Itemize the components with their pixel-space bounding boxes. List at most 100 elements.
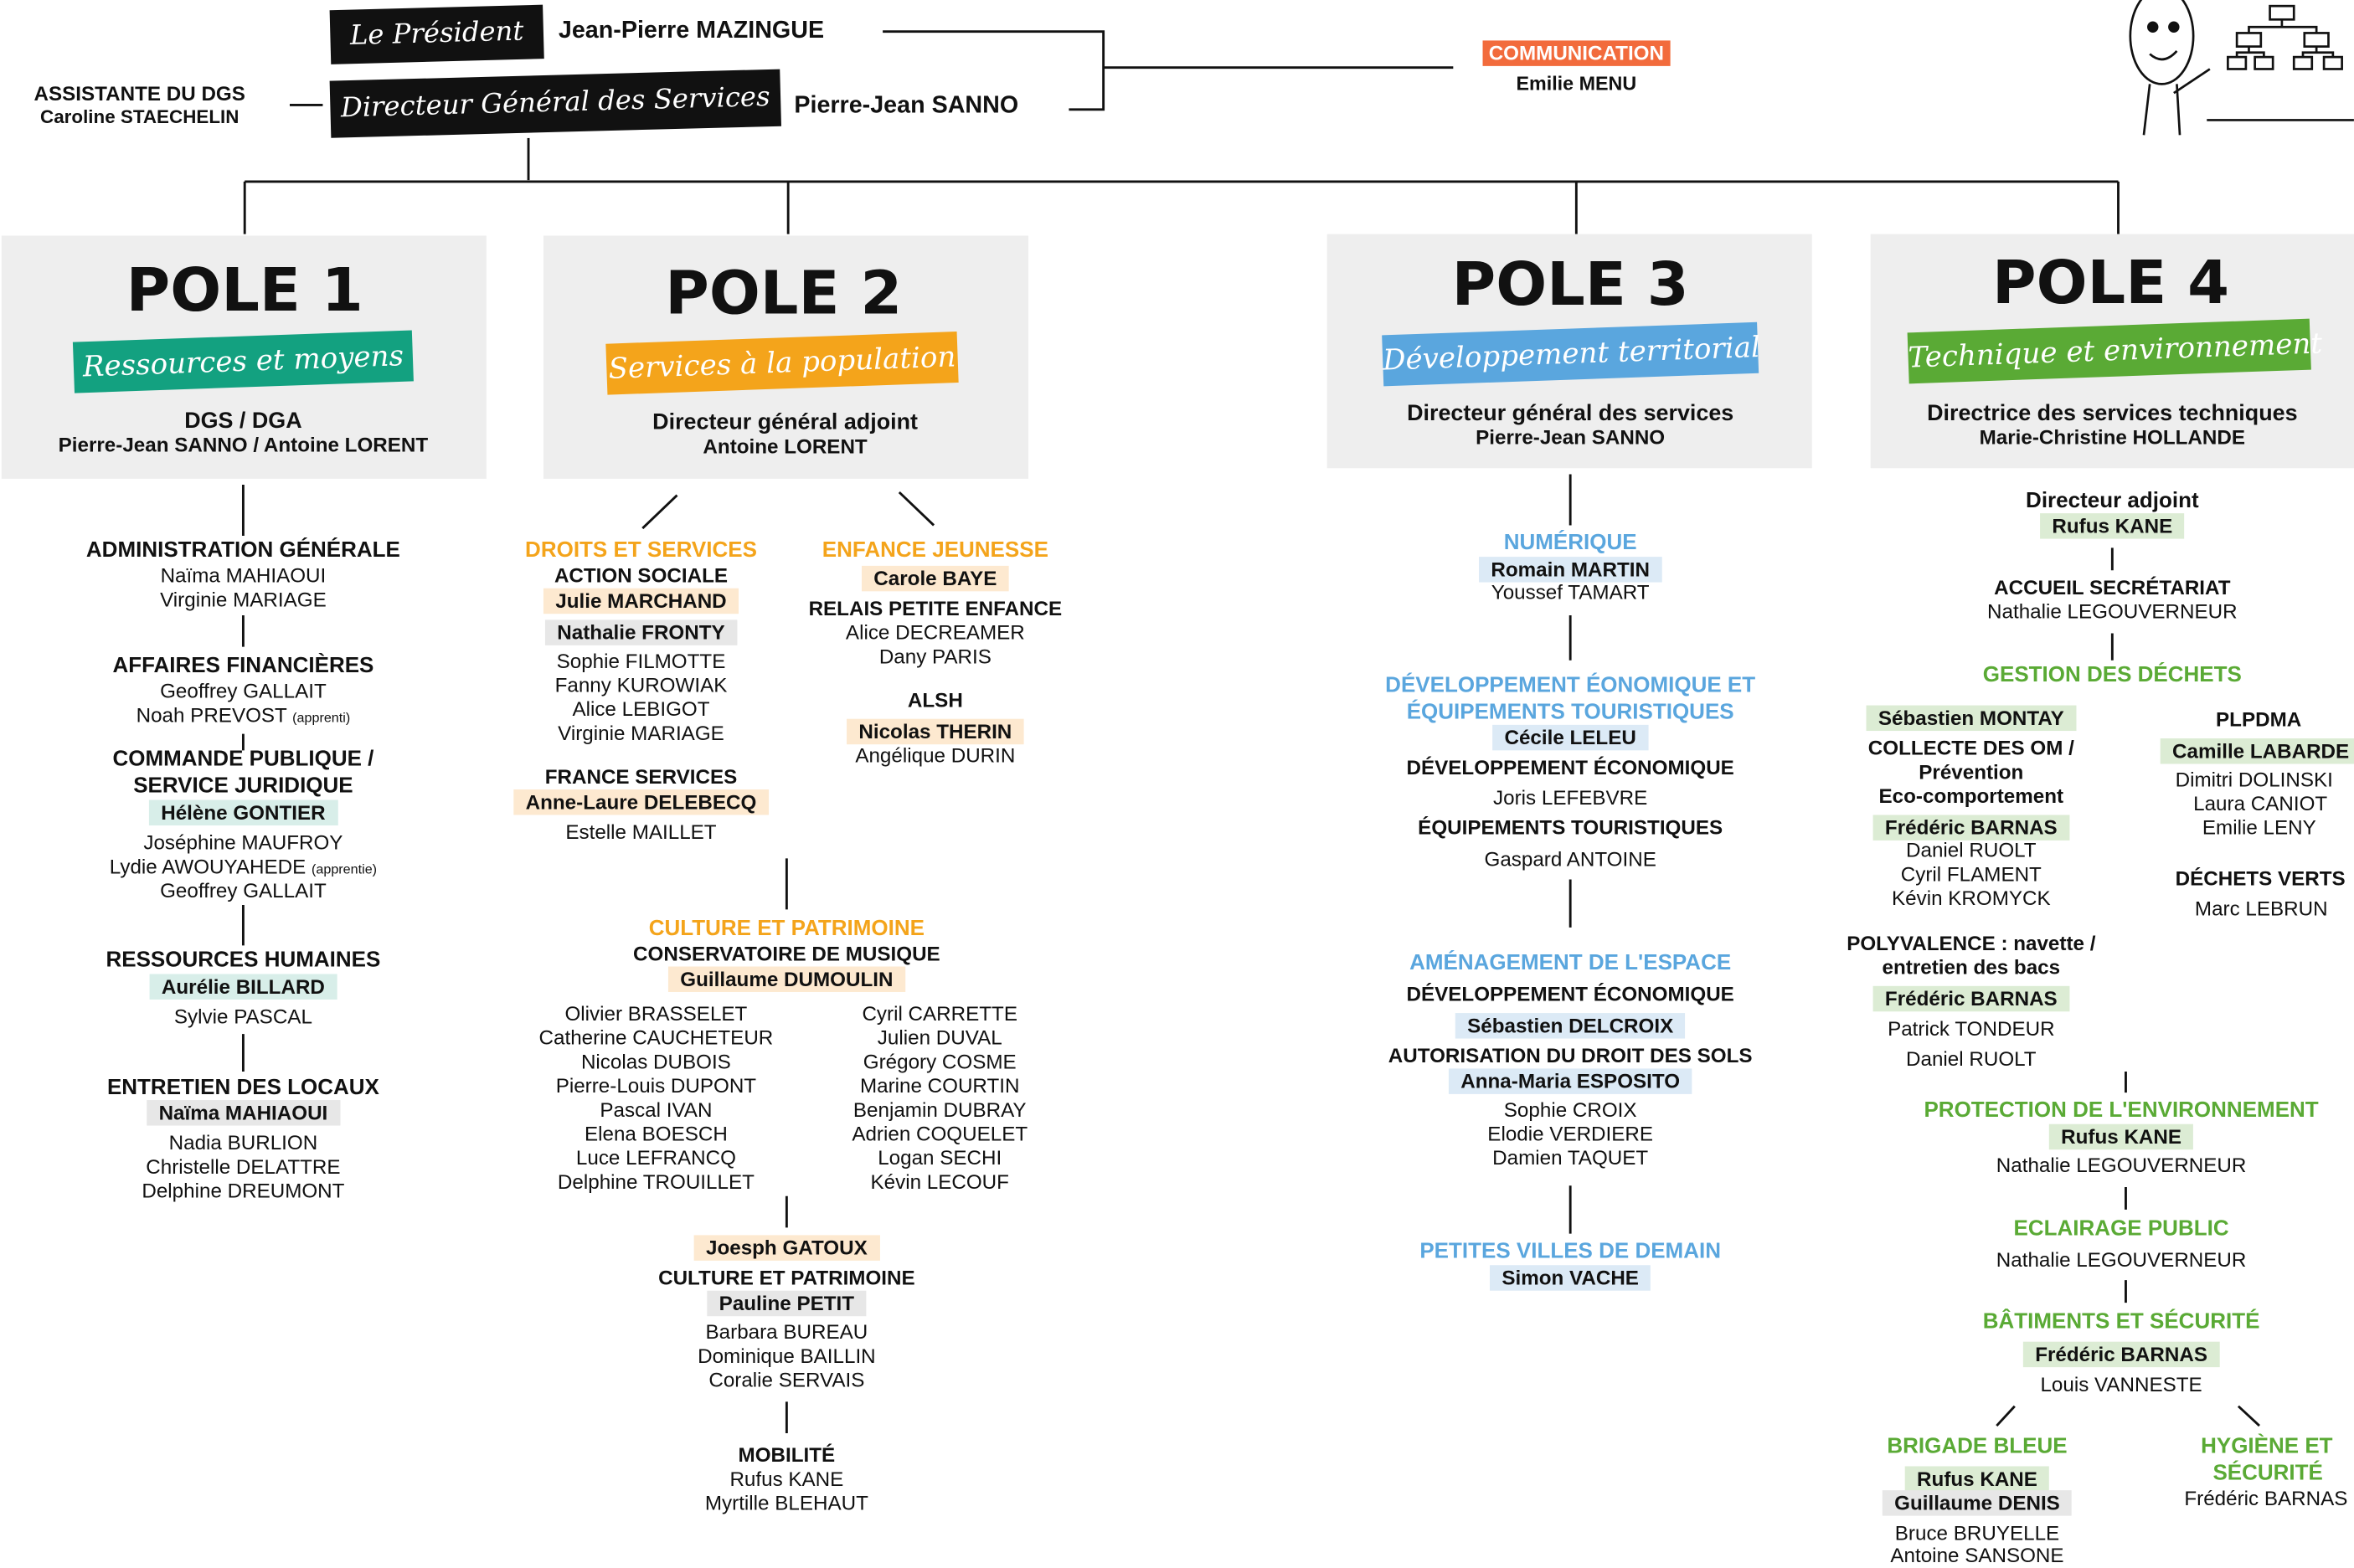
pole3-amenagement-title: AMÉNAGEMENT DE L'ESPACE bbox=[1409, 951, 1732, 976]
pole2-droits-sub: ACTION SOCIALE bbox=[554, 564, 729, 587]
pole4-plpdma-p1: Dimitri DOLINSKI bbox=[2175, 768, 2333, 791]
dgs-tag: Directeur Général des Services bbox=[329, 69, 782, 138]
pole2-france-lead-row: Anne-Laure DELEBECQ bbox=[513, 789, 769, 816]
pole4-adjoint-title: Directeur adjoint bbox=[2026, 489, 2199, 514]
presenter-illustration bbox=[2129, 0, 2354, 136]
pole3-amenagement-lead2-row: Anna-Maria ESPOSITO bbox=[1448, 1068, 1692, 1095]
pole4-adjoint-name: Rufus KANE bbox=[2040, 513, 2185, 539]
pole4-lead-name: Marie-Christine HOLLANDE bbox=[1979, 426, 2246, 450]
pole3-pvd-lead: Simon VACHE bbox=[1490, 1265, 1651, 1291]
pole2-culture-left: Olivier BRASSELET Catherine CAUCHETEUR N… bbox=[539, 1003, 774, 1195]
pole2-title: POLE 2 bbox=[665, 260, 903, 329]
pole4-poly-lead: Frédéric BARNAS bbox=[1872, 985, 2070, 1012]
culture-member: Nicolas DUBOIS bbox=[580, 1050, 731, 1073]
pole1-admin-p2: Virginie MARIAGE bbox=[160, 588, 327, 611]
culture-member: Adrien COQUELET bbox=[852, 1122, 1028, 1145]
pole4-eclairage-p1: Nathalie LEGOUVERNEUR bbox=[1996, 1248, 2247, 1272]
pole2-droits-lead2: Nathalie FRONTY bbox=[544, 619, 738, 645]
pole2-alsh-p1: Angélique DURIN bbox=[855, 744, 1016, 768]
pole4-hygiene-title1: HYGIÈNE ET bbox=[2201, 1434, 2333, 1459]
pole4-dechets-sub1: COLLECTE DES OM / bbox=[1867, 737, 2074, 760]
pole4-protection-p1: Nathalie LEGOUVERNEUR bbox=[1996, 1154, 2247, 1177]
pole1-entretien-lead: Naïma MAHIAOUI bbox=[147, 1100, 340, 1126]
pole2-enfance-lead-row: Carole BAYE bbox=[861, 565, 1009, 593]
pole3-dev-sub2: ÉQUIPEMENTS TOURISTIQUES bbox=[1418, 816, 1723, 840]
pole1-finance-p2: Noah PREVOST bbox=[136, 703, 287, 727]
president-tag: Le Président bbox=[329, 4, 544, 64]
pole2-culture2-p1: Barbara BUREAU bbox=[705, 1320, 868, 1344]
pole3-dev-lead: Cécile LELEU bbox=[1492, 724, 1649, 751]
pole4-protection-lead-row: Rufus KANE bbox=[2048, 1123, 2194, 1151]
pole2-culture-sub: CONSERVATOIRE DE MUSIQUE bbox=[633, 942, 940, 965]
pole1-commande-p1: Joséphine MAUFROY bbox=[143, 831, 343, 855]
pole4-dechets-sub2: Prévention bbox=[1919, 760, 2024, 784]
pole2-culture2-p2: Dominique BAILLIN bbox=[698, 1344, 876, 1368]
pole3-amenagement-p3: Damien TAQUET bbox=[1492, 1146, 1649, 1170]
pole4-brigade-p1: Bruce BRUYELLE bbox=[1894, 1521, 2060, 1545]
culture-member: Olivier BRASSELET bbox=[564, 1002, 748, 1026]
pole4-verts-title: DÉCHETS VERTS bbox=[2175, 867, 2346, 891]
pole2-enfance-p2: Dany PARIS bbox=[878, 645, 992, 668]
pole2-enfance-sub: RELAIS PETITE ENFANCE bbox=[808, 597, 1063, 620]
pole3-amenagement-lead2: Anna-Maria ESPOSITO bbox=[1448, 1068, 1692, 1094]
pole2-mobilite-p2: Myrtille BLEHAUT bbox=[704, 1491, 868, 1514]
pole1-admin-p1: Naïma MAHIAOUI bbox=[160, 564, 327, 587]
pole2-france-lead: Anne-Laure DELEBECQ bbox=[513, 789, 769, 815]
pole3-title: POLE 3 bbox=[1451, 250, 1689, 320]
pole4-poly-p1: Patrick TONDEUR bbox=[1888, 1017, 2055, 1041]
pole4-plpdma-lead-row: Camille LABARDE bbox=[2160, 738, 2354, 765]
pole3-numerique-lead: Romain MARTIN bbox=[1479, 557, 1662, 583]
pole2-alsh-title: ALSH bbox=[907, 688, 963, 712]
pole4-dechets-lead2: Frédéric BARNAS bbox=[1872, 815, 2070, 841]
pole3-pvd-lead-row: Simon VACHE bbox=[1490, 1265, 1651, 1292]
pole4-eclairage-title: ECLAIRAGE PUBLIC bbox=[2013, 1216, 2229, 1242]
pole1-entretien-p3: Delphine DREUMONT bbox=[142, 1180, 345, 1202]
pole2-droits-lead2-row: Nathalie FRONTY bbox=[544, 619, 738, 646]
pole4-plpdma-p2: Laura CANIOT bbox=[2193, 792, 2328, 815]
communication-name: Emilie MENU bbox=[1516, 72, 1637, 95]
pole3-dev-title2: ÉQUIPEMENTS TOURISTIQUES bbox=[1406, 701, 1734, 725]
pole2-culture-lead-row: Guillaume DUMOULIN bbox=[667, 966, 905, 993]
pole2-culture-lead: Guillaume DUMOULIN bbox=[667, 966, 905, 992]
pole1-finance-p2-note: (apprenti) bbox=[292, 709, 351, 725]
pole2-droits-title: DROITS ET SERVICES bbox=[525, 538, 757, 563]
pole2-droits-p2: Fanny KUROWIAK bbox=[554, 673, 728, 697]
pole2-lead-title: Directeur général adjoint bbox=[652, 409, 918, 435]
pole1-finance-title: AFFAIRES FINANCIÈRES bbox=[112, 654, 374, 679]
president-tag-text: Le Président bbox=[349, 15, 524, 52]
pole2-mobilite-title: MOBILITÉ bbox=[738, 1443, 836, 1467]
pole2-france-title: FRANCE SERVICES bbox=[544, 765, 738, 789]
pole4-brigade-lead2: Guillaume DENIS bbox=[1882, 1490, 2073, 1516]
pole1-rh-lead-row: Aurélie BILLARD bbox=[149, 974, 337, 1000]
pole3-numerique-lead-row: Romain MARTIN bbox=[1479, 557, 1662, 584]
pole4-dechets-title: GESTION DES DÉCHETS bbox=[1982, 663, 2242, 688]
culture-member: Marine COURTIN bbox=[859, 1074, 1020, 1098]
culture-member: Logan SECHI bbox=[878, 1146, 1002, 1170]
pole2-alsh-lead-row: Nicolas THERIN bbox=[847, 718, 1024, 746]
pole1-commande-title1: COMMANDE PUBLIQUE / bbox=[112, 747, 374, 772]
dgs-tag-text: Directeur Général des Services bbox=[340, 81, 771, 125]
pole3-pvd-title: PETITES VILLES DE DEMAIN bbox=[1419, 1239, 1721, 1264]
pole4-dechets-p3: Kévin KROMYCK bbox=[1891, 887, 2051, 910]
pole2-alsh-lead: Nicolas THERIN bbox=[847, 718, 1024, 745]
pole2-droits-lead1-row: Julie MARCHAND bbox=[543, 588, 739, 615]
pole1-commande-p2-note: (apprentie) bbox=[312, 861, 378, 877]
pole1-entretien-title: ENTRETIEN DES LOCAUX bbox=[106, 1076, 379, 1101]
pole1-lead-title: DGS / DGA bbox=[184, 408, 302, 434]
culture-member: Delphine TROUILLET bbox=[557, 1170, 755, 1194]
pole4-hygiene-title2: SÉCURITÉ bbox=[2212, 1462, 2323, 1486]
pole4-dechets-lead-row: Sébastien MONTAY bbox=[1866, 705, 2077, 733]
pole3-dev-p2: Gaspard ANTOINE bbox=[1484, 847, 1656, 871]
pole3-dev-lead-row: Cécile LELEU bbox=[1492, 724, 1649, 752]
pole4-title: POLE 4 bbox=[1992, 249, 2230, 319]
pole4-poly-title1: POLYVALENCE : navette / bbox=[1847, 932, 2096, 955]
pole2-culture2-lead2: Pauline PETIT bbox=[707, 1290, 867, 1317]
pole2-enfance-title: ENFANCE JEUNESSE bbox=[822, 538, 1048, 563]
pole4-dechets-sub3: Eco-comportement bbox=[1878, 784, 2064, 808]
pole2-culture-title: CULTURE ET PATRIMOINE bbox=[648, 917, 925, 942]
culture-member: Grégory COSME bbox=[863, 1050, 1017, 1073]
pole4-batiments-p1: Louis VANNESTE bbox=[2040, 1373, 2202, 1396]
pole4-poly-p2: Daniel RUOLT bbox=[1906, 1047, 2037, 1071]
